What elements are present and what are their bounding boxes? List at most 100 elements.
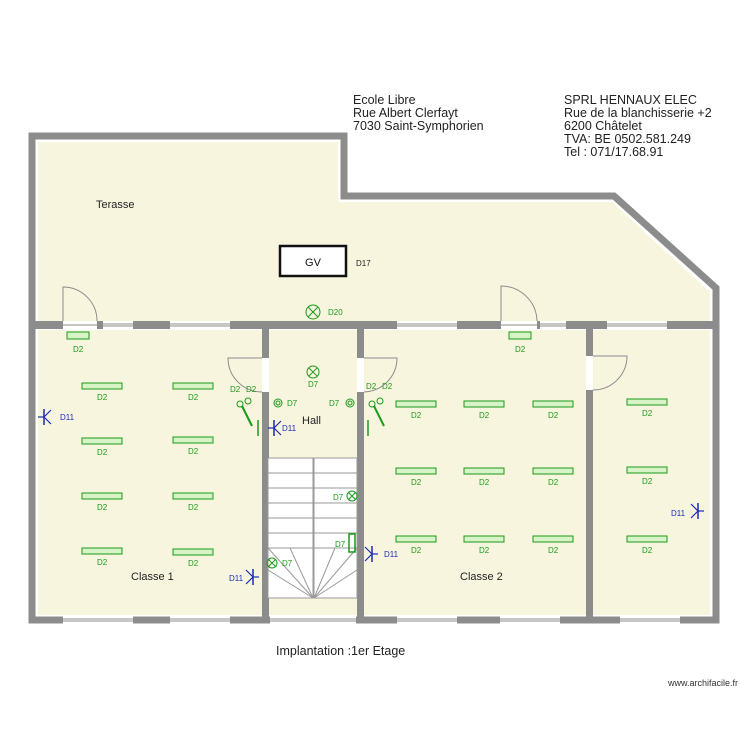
window-terrace-5 — [607, 321, 667, 329]
company-vat: TVA: BE 0502.581.249 — [564, 132, 691, 146]
d2-label: D2 — [97, 448, 108, 457]
switch-icon — [244, 397, 252, 405]
d2-light — [626, 466, 668, 474]
d2-light — [463, 400, 505, 408]
switch-icon — [376, 397, 384, 405]
window-terrace-3 — [397, 321, 457, 329]
d2-label: D2 — [548, 478, 559, 487]
school-city: 7030 Saint-Symphorien — [353, 119, 484, 133]
room-label-classroom1: Classe 1 — [131, 571, 174, 583]
terrace-floor — [38, 142, 710, 324]
window-bottom-4 — [397, 616, 457, 624]
d2-label: D2 — [515, 345, 526, 354]
wall-hall-c2 — [357, 325, 364, 618]
room-label-classroom2: Classe 2 — [460, 571, 503, 583]
door-terrace-right — [500, 285, 538, 329]
company-street: Rue de la blanchisserie +2 — [564, 106, 712, 120]
window-terrace-2 — [170, 321, 230, 329]
staircase — [267, 457, 358, 599]
door-hall-classroom2 — [357, 357, 398, 393]
interior-wall-horizontal — [35, 321, 713, 329]
lamp-cross — [308, 367, 318, 377]
switch-lever — [241, 405, 253, 427]
school-address: Ecole Libre Rue Albert Clerfayt 7030 Sai… — [353, 94, 484, 133]
d2-label: D2 — [97, 558, 108, 567]
d7-label: D7 — [287, 399, 298, 408]
window-terrace-4 — [540, 321, 566, 329]
d2-light — [463, 535, 505, 543]
ceiling-lamp-icon — [305, 304, 321, 320]
d2-light — [532, 535, 574, 543]
ceiling-lamp-icon — [306, 365, 320, 379]
d2-light — [463, 467, 505, 475]
switch-lever — [373, 405, 385, 427]
d2-light — [395, 535, 437, 543]
d2-label: D2 — [642, 409, 653, 418]
d2-light — [81, 492, 123, 500]
classroom1-floor — [38, 330, 262, 615]
switch-icon — [368, 400, 376, 408]
d2-label: D2 — [642, 546, 653, 555]
wall-c1-hall — [262, 325, 269, 618]
plan-caption: Implantation :1er Etage — [276, 644, 406, 658]
d2-light — [395, 400, 437, 408]
d2-emergency-light — [66, 331, 90, 340]
socket-icon — [345, 398, 355, 408]
d2-label: D2 — [411, 546, 422, 555]
d2-light — [395, 467, 437, 475]
exterior-wall — [28, 132, 720, 624]
d2-light — [172, 382, 214, 390]
gv-panel-ref: D17 — [356, 259, 371, 268]
door-terrace-left — [62, 286, 98, 329]
d20-label: D20 — [328, 308, 343, 317]
company-address: SPRL HENNAUX ELEC Rue de la blanchisseri… — [564, 94, 712, 159]
d2-label: D2 — [230, 385, 241, 394]
d2-label: D2 — [479, 478, 490, 487]
d2-light — [81, 437, 123, 445]
window-bottom-5 — [500, 616, 560, 624]
window-bottom-2 — [170, 616, 230, 624]
door-hall-classroom1 — [227, 357, 269, 393]
lamp-cross — [307, 306, 319, 318]
d11-label: D11 — [671, 509, 686, 518]
window-bottom-1 — [63, 616, 133, 624]
d2-light — [81, 382, 123, 390]
door-right-room — [586, 355, 628, 391]
ceiling-lamp-icon — [266, 557, 278, 569]
window-terrace-1 — [103, 321, 133, 329]
d2-light — [81, 547, 123, 555]
d2-label: D2 — [97, 503, 108, 512]
d2-emergency-light — [508, 331, 532, 340]
d2-label: D2 — [188, 447, 199, 456]
gv-panel — [278, 244, 348, 278]
wall-c2-right — [586, 325, 593, 618]
school-name: Ecole Libre — [353, 93, 416, 107]
watermark: www.archifacile.fr — [668, 678, 739, 688]
socket-inner — [347, 400, 353, 406]
d7-label: D7 — [282, 559, 293, 568]
d7-label: D7 — [335, 540, 346, 549]
d7-label: D7 — [329, 399, 340, 408]
company-city: 6200 Châtelet — [564, 119, 642, 133]
room-label-hall: Hall — [302, 415, 321, 427]
d2-light — [172, 492, 214, 500]
d2-label: D2 — [642, 477, 653, 486]
d2-label: D2 — [188, 393, 199, 402]
d2-light — [626, 398, 668, 406]
d2-label: D2 — [246, 385, 257, 394]
switch-box — [348, 533, 356, 553]
d2-light — [532, 467, 574, 475]
d2-label: D2 — [73, 345, 84, 354]
room-label-terrace: Terasse — [96, 199, 135, 211]
company-name: SPRL HENNAUX ELEC — [564, 93, 697, 107]
d2-light — [626, 535, 668, 543]
ceiling-lamp-icon — [346, 490, 358, 502]
d11-label: D11 — [60, 413, 75, 422]
d11-label: D11 — [282, 424, 297, 433]
d2-light — [172, 436, 214, 444]
socket-icon — [273, 398, 283, 408]
d2-label: D2 — [411, 478, 422, 487]
socket-inner — [275, 400, 281, 406]
